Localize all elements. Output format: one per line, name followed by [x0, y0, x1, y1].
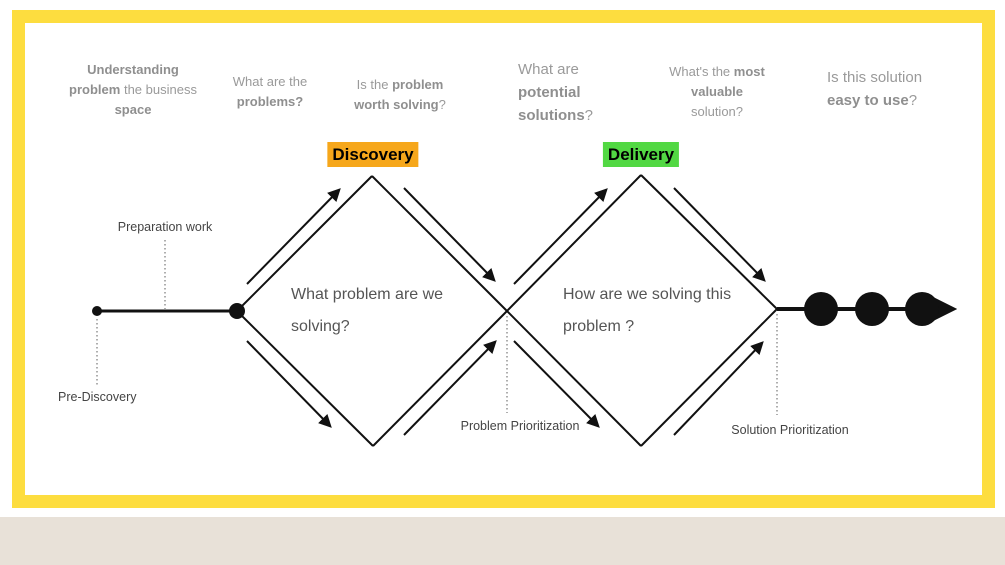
diamond2-edge-bottom-left [506, 310, 642, 447]
diamond1-edge-bottom-left [236, 310, 374, 447]
diamond1-edge-bottom-right [372, 310, 508, 447]
header-text: ? [584, 107, 594, 124]
diamond2-edge-top-left [506, 174, 642, 312]
diamond2-question: How are we solving this problem ? [563, 286, 732, 335]
diamond2-converge-up-arrow [673, 187, 766, 282]
diamond2-edge-bottom-right [640, 308, 778, 447]
solution-prioritization-label: Solution Prioritization [731, 423, 849, 437]
header-text: the business [120, 82, 197, 97]
header-text: Is the [356, 77, 393, 92]
milestone-dot-1 [804, 292, 838, 326]
discovery-phase-badge: Discovery [327, 142, 419, 167]
header-question-what-problems: What are the problems? [224, 72, 316, 112]
header-question-easy-to-use: Is this solution easy to use? [827, 66, 945, 112]
header-text: ? [908, 92, 918, 109]
header-text: What are [518, 61, 579, 78]
header-text-bold: problems? [236, 94, 304, 109]
diamond1-edge-top-left [236, 175, 373, 312]
header-text: What's the [669, 64, 734, 79]
header-question-understanding: Understanding problem the business space [68, 60, 198, 120]
preparation-work-label: Preparation work [117, 220, 213, 234]
delivery-phase-badge: Delivery [602, 142, 680, 167]
milestone-dot-2 [855, 292, 889, 326]
header-text: What are the [232, 74, 308, 89]
header-text: ? [438, 97, 446, 112]
header-text: Is this solution [827, 69, 923, 86]
header-text-bold: easy to use [827, 92, 909, 109]
pre-discovery-label: Pre-Discovery [58, 390, 137, 404]
header-text: solution? [690, 104, 744, 119]
header-text-bold: problem worth solving [354, 77, 444, 112]
header-text-bold: potential solutions [518, 84, 585, 124]
header-question-potential-solutions: What are potential solutions? [518, 58, 608, 127]
diamond2-diverge-up-arrow [513, 188, 608, 285]
header-text-bold: space [114, 102, 152, 117]
milestone-dot-3 [905, 292, 939, 326]
header-text-bold: most valuable [690, 64, 765, 99]
problem-prioritization-label: Problem Prioritization [460, 419, 580, 433]
yellow-border-frame [12, 10, 995, 508]
diamond1-question: What problem are we solving? [291, 286, 444, 335]
diamond1-diverge-down-arrow [246, 340, 332, 428]
diamond2-diverge-down-arrow [513, 340, 600, 428]
header-question-worth-solving: Is the problem worth solving? [344, 75, 456, 115]
diamond1-converge-up-arrow [403, 187, 496, 282]
diamond1-edge-top-right [371, 175, 508, 312]
header-question-most-valuable: What's the most valuable solution? [668, 62, 766, 122]
header-text-bold: Understanding problem [69, 62, 179, 97]
diamond2-converge-down-arrow [673, 341, 764, 436]
diamond2-edge-top-right [640, 174, 778, 310]
footer-strip [0, 517, 1005, 565]
diamond1-diverge-up-arrow [246, 188, 341, 285]
pre-discovery-start-dot [92, 306, 102, 316]
diamond1-converge-down-arrow [403, 340, 497, 436]
